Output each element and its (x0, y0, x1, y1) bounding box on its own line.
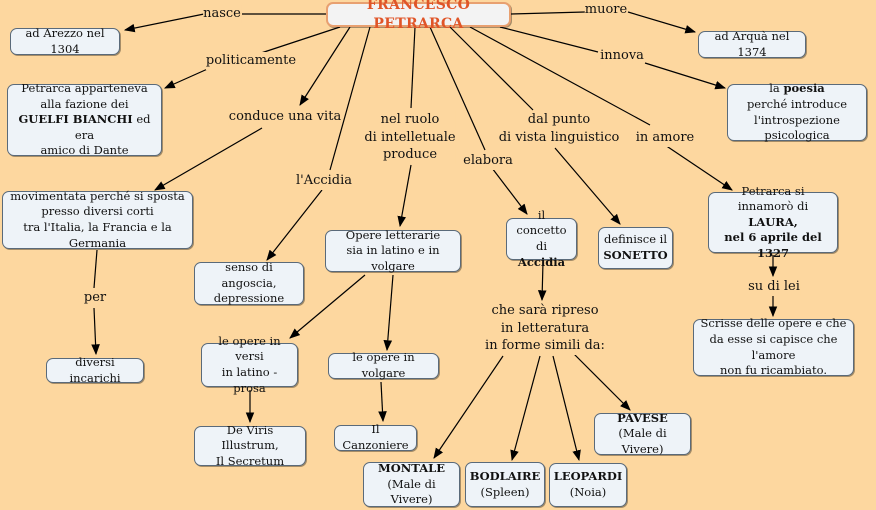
link-label-ripreso: che sarà ripreso in letteratura in forme… (485, 302, 605, 355)
concept-arezzo: ad Arezzo nel 1304 (10, 25, 120, 56)
concept-line: Opere letterarie (345, 227, 441, 242)
link-label-conduce: conduce una vita (228, 108, 342, 126)
concept-line: il concetto (516, 207, 567, 238)
concept-bold: LEOPARDI (553, 469, 623, 484)
link-label-ripreso-line: in forme simili da: (485, 338, 605, 354)
concept-line: Il Secretum (215, 453, 285, 468)
concept-line: (Male di Vivere) (387, 476, 436, 507)
link-label-politicamente: politicamente (205, 52, 297, 70)
concept-bold: Accidia (517, 254, 566, 269)
title-text: FRANCESCO PETRARCA (366, 0, 471, 32)
link-label-ruolo: nel ruolo di intelletuale produce (364, 111, 456, 164)
concept-line: movimentata perché si sposta (10, 188, 185, 203)
concept-text: ad Arquà nel 1374 (714, 28, 790, 59)
concept-line: senso di angoscia, (221, 260, 277, 290)
concept-line: De Viris Illustrum, (221, 422, 279, 453)
concept-accidia: il concetto di Accidia (506, 208, 577, 269)
concept-line: definisce il (603, 232, 668, 247)
concept-opere: Opere letterarie sia in latino e in volg… (325, 227, 461, 273)
concept-line: in latino - prosa (221, 365, 278, 395)
concept-montale: MONTALE (Male di Vivere) (363, 461, 460, 507)
concept-bold: SONETTO (603, 248, 668, 262)
concept-line: la poesia (769, 81, 825, 97)
link-label-per: per (83, 289, 107, 307)
concept-bold: LAURA, (748, 214, 798, 229)
link-label-ruolo-line: nel ruolo (380, 112, 440, 127)
concept-bold: GUELFI BIANCHI (18, 112, 133, 127)
concept-volgare: le opere in volgare (328, 350, 439, 380)
link-label-muore: muore (584, 1, 628, 19)
concept-text: la (769, 81, 784, 96)
concept-line: le opere in versi (218, 333, 281, 364)
concept-line: GUELFI BIANCHI ed era (12, 112, 157, 143)
concept-bold: poesia (783, 81, 825, 96)
link-label-su-di-lei: su di lei (748, 278, 800, 296)
link-label-elabora: elabora (463, 152, 513, 170)
concept-line: non fu ricambiato. (720, 363, 827, 378)
title-box: FRANCESCO PETRARCA (326, 0, 511, 32)
concept-text: diversi incarichi (69, 354, 121, 385)
concept-bodlaire: BODLAIRE (Spleen) (465, 462, 545, 507)
link-label-linguistico-line: di vista linguistico (498, 129, 620, 145)
link-label-ruolo-line: produce (382, 147, 438, 163)
concept-line: perché introduce (746, 96, 848, 111)
concept-line: Scrisse delle opere e che (700, 316, 847, 331)
concept-line: (Spleen) (480, 484, 530, 499)
concept-text: innamorò di (737, 199, 809, 214)
concept-text: ad Arezzo nel 1304 (25, 25, 105, 56)
link-label-ripreso-line: che sarà ripreso (491, 303, 599, 318)
concept-laura: Petrarca si innamorò di LAURA, nel 6 apr… (708, 184, 838, 260)
concept-bold: nel 6 aprile del 1327 (724, 230, 822, 260)
link-label-accidia: l'Accidia (295, 172, 353, 190)
concept-arqua: ad Arquà nel 1374 (698, 28, 806, 59)
concept-line: (Noia) (569, 485, 607, 499)
concept-bold: BODLAIRE (469, 468, 541, 483)
concept-line: amico di Dante (40, 143, 129, 158)
concept-angoscia: senso di angoscia, depressione (194, 260, 304, 306)
concept-sonetto: definisce il SONETTO (598, 227, 673, 269)
link-label-amore: in amore (635, 129, 695, 147)
concept-line: presso diversi corti (41, 204, 154, 219)
link-label-innova: innova (600, 47, 644, 65)
concept-line: innamorò di LAURA, (713, 199, 833, 230)
concept-line: alla fazione dei (40, 96, 129, 111)
concept-text: ed era (74, 112, 151, 142)
concept-text: le opere in volgare (352, 350, 415, 380)
concept-line: Petrarca apparteneva (21, 81, 148, 96)
concept-bold: MONTALE (378, 461, 445, 476)
concept-line: tra l'Italia, la Francia e la Germania (23, 220, 172, 250)
concept-line: di Accidia (511, 239, 572, 270)
link-label-linguistico-line: dal punto (527, 112, 591, 127)
concept-line: da esse si capisce che l'amore (709, 331, 838, 362)
concept-leopardi: LEOPARDI (Noia) (549, 463, 627, 507)
link-label-linguistico: dal punto di vista linguistico (498, 111, 620, 147)
concept-text: Il Canzoniere (342, 422, 409, 452)
concept-canzoniere: Il Canzoniere (334, 422, 417, 452)
concept-movimentata: movimentata perché si sposta presso dive… (2, 188, 193, 250)
concept-poesia: la poesia perché introduce l'introspezio… (727, 81, 867, 143)
concept-line: sia in latino e in volgare (346, 243, 440, 273)
concept-guelfi: Petrarca apparteneva alla fazione dei GU… (7, 81, 162, 158)
concept-line: Petrarca si (741, 183, 805, 198)
link-label-nasce: nasce (203, 5, 241, 23)
concept-line: l'introspezione psicologica (754, 112, 840, 143)
concept-bold: PAVESE (617, 410, 668, 425)
concept-viris: De Viris Illustrum, Il Secretum (194, 422, 306, 468)
link-label-ripreso-line: in letteratura (500, 320, 590, 336)
concept-pavese: PAVESE (Male di Vivere) (594, 410, 691, 456)
concept-text: di (535, 239, 548, 253)
concept-latino: le opere in versi in latino - prosa (201, 334, 298, 395)
concept-incarichi: diversi incarichi (46, 354, 144, 385)
link-label-ruolo-line: di intelletuale (364, 129, 456, 145)
concept-scrisse: Scrisse delle opere e che da esse si cap… (693, 316, 854, 378)
concept-line: depressione (213, 291, 285, 306)
concept-line: (Male di Vivere) (618, 426, 667, 456)
